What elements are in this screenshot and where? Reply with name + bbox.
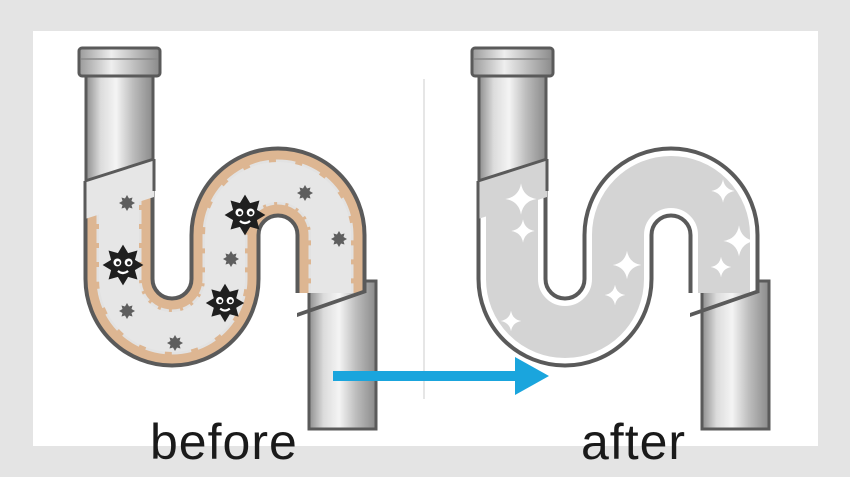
germ-icon [103,245,144,286]
after-label: after [581,414,687,470]
before-pipe [77,46,378,431]
illustration-card: before after [33,31,818,470]
after-pipe [470,46,771,431]
pipe-illustration [77,46,771,431]
germ-icon [206,284,244,322]
germ-icon [225,195,266,236]
arrow-right-icon [333,357,549,395]
before-label: before [150,414,298,470]
